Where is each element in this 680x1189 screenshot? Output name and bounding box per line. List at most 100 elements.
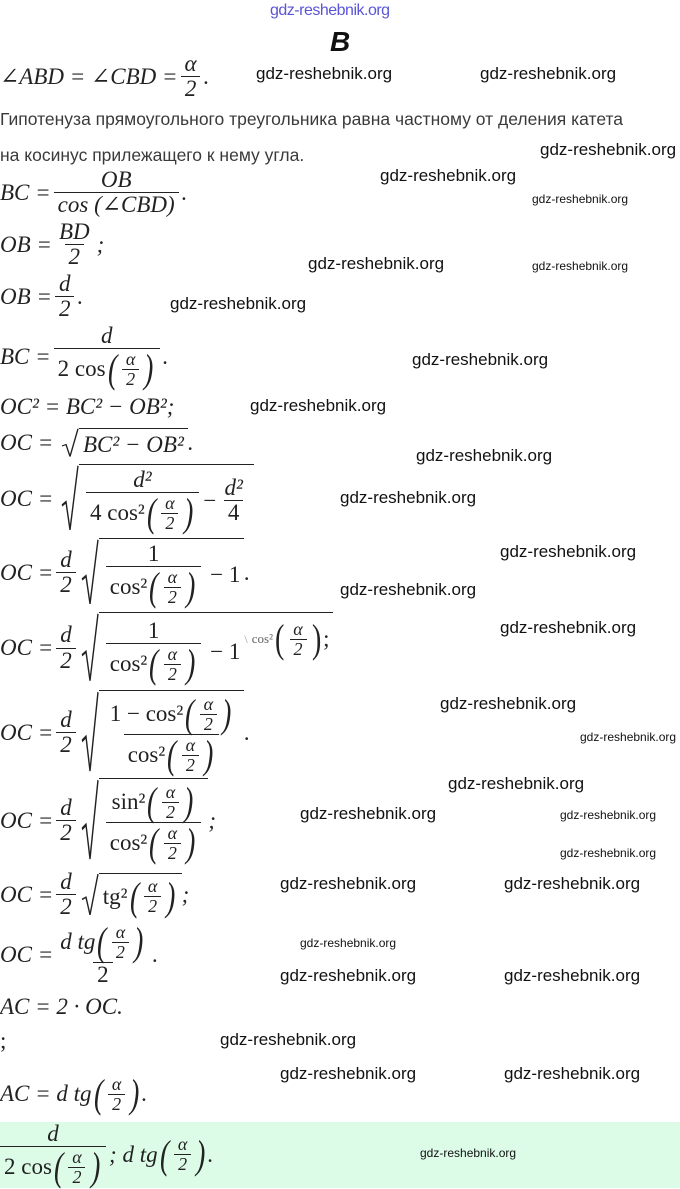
formula-ac-2oc: AC = 2 · OC. [0,994,123,1019]
formula-lhs: OC = [0,559,54,585]
punct: ; [208,807,217,833]
watermark: gdz-reshebnik.org [412,350,549,369]
denominator: 2 [56,820,76,845]
numerator-text: 1 − cos² [109,700,184,726]
numerator: α [125,348,136,369]
watermark: gdz-reshebnik.org [280,1064,417,1083]
numerator: d [47,1121,59,1146]
formula-lhs: OC = [0,719,54,745]
numerator: d [60,546,72,572]
denominator-four: 4 [223,500,244,525]
numerator: 1 [147,618,160,643]
denominator: 2 [199,713,217,734]
numerator: α [185,734,196,755]
formula-lhs: OC = [0,807,54,833]
denominator: 2 [93,962,113,987]
denominator: 2 [180,76,201,101]
numerator: OB [100,167,132,192]
watermark: gdz-reshebnik.org [308,254,445,273]
denominator: 2 [56,572,76,597]
radical-icon [81,778,99,863]
numerator: α [167,822,178,843]
denominator: 2 [68,1166,86,1187]
watermark: gdz-reshebnik.org [250,396,387,415]
denominator: 2 [174,1154,192,1174]
punct: . [77,283,84,309]
punct: . [244,719,251,745]
text-line-1: Гипотенуза прямоугольного треугольника р… [0,109,624,129]
radical-icon [81,690,99,775]
formula-lhs: ∠ABD = ∠CBD = [0,63,178,89]
numerator: α [72,1146,82,1167]
numerator-text: sin² [111,788,146,814]
formula-lhs: AC = d tg [0,1081,92,1106]
numerator: BD [58,219,90,244]
denominator-text: cos² [127,741,166,767]
punct: ; [96,231,105,257]
watermark: gdz-reshebnik.org [580,730,677,744]
stray-semicolon: ; [0,1028,7,1053]
one: 1 [228,638,241,664]
denominator-text: cos² [109,574,148,600]
formula-oc-sqrt: OC = BC² − OB² . [0,428,194,458]
watermark: gdz-reshebnik.org [340,580,477,599]
formula-pythagoras: OC² = BC² − OB²; [0,394,175,419]
watermark: gdz-reshebnik.org [532,259,629,273]
formula-lhs: OC = [0,485,54,511]
denominator-text: cos² [109,651,148,677]
numerator: d [60,869,72,894]
radical-icon [61,428,79,458]
answer-box [0,1122,680,1188]
watermark: gdz-reshebnik.org [504,874,641,893]
numerator: d [60,706,72,732]
watermark: gdz-reshebnik.org [340,488,477,507]
radical-icon [81,873,99,917]
numerator: α [111,1073,122,1094]
numerator: α [115,921,126,942]
minus: − [201,487,218,513]
denominator: 2 [144,896,162,916]
cos-squared: cos² [251,631,273,646]
numerator: d [60,622,72,648]
formula-lhs: OC = [0,881,54,907]
formula-lhs: OB = [0,231,52,257]
denominator: 2 [64,244,85,269]
formula-lhs: BC = [0,179,51,205]
denominator: 2 [54,296,75,321]
denominator: 2 [122,368,140,389]
denominator-text: cos² [109,829,148,855]
watermark: gdz-reshebnik.org [256,64,393,83]
punct: . [187,430,194,455]
punct: . [181,179,188,205]
watermark: gdz-reshebnik.org [440,694,577,713]
watermark: gdz-reshebnik.org [448,774,585,793]
formula-lhs: OB = [0,283,52,309]
denominator: 2 [108,1093,126,1114]
denominator-text: 2 cos [4,1154,52,1180]
minus: − [210,561,224,587]
numerator: d² [224,474,243,500]
watermark: gdz-reshebnik.org [220,1030,357,1049]
denominator: 2 [161,801,179,822]
punct: . [162,343,169,369]
answer-second: ; d tg [109,1141,158,1167]
punct: . [152,941,159,967]
watermark: gdz-reshebnik.org [500,542,637,561]
numerator: α [203,693,214,714]
formula-lhs: BC = [0,343,51,369]
denominator: 2 [56,647,76,673]
numerator: 1 [147,541,160,566]
denominator-text: 2 cos [57,356,106,382]
numerator: α [167,643,178,664]
